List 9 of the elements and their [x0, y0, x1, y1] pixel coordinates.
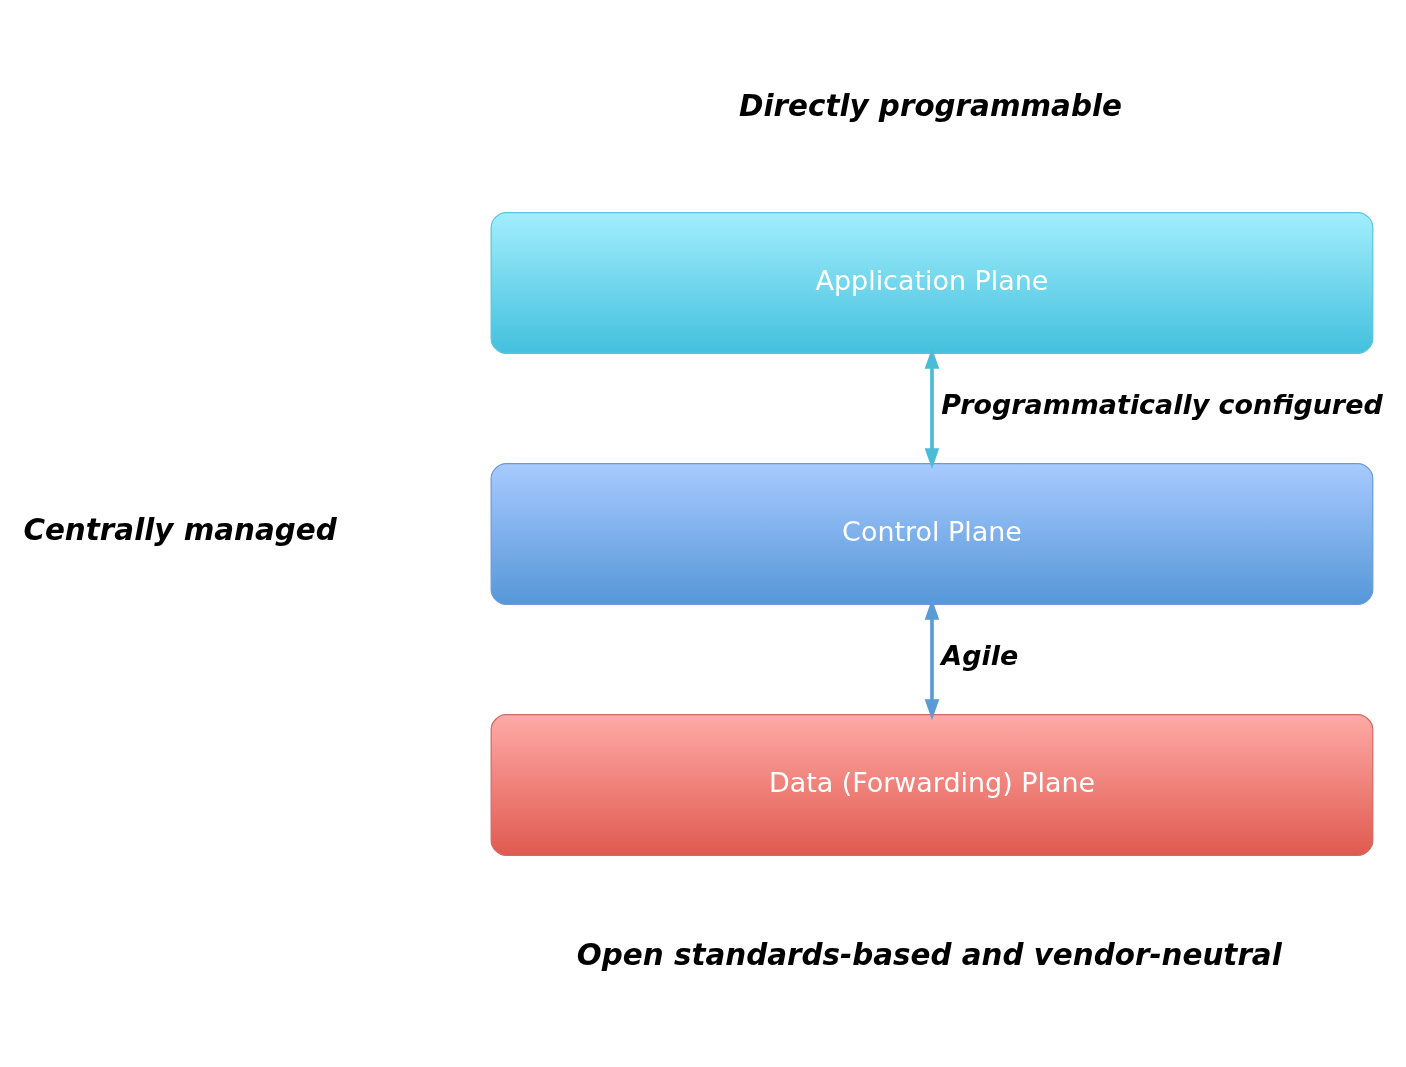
node-box: Data (Forwarding) Plane — [490, 713, 1374, 856]
label: Centrally managed — [23, 512, 337, 547]
arrow — [924, 347, 940, 469]
node-box: Application Plane — [490, 211, 1374, 354]
edge-label: Agile — [941, 639, 1019, 671]
edge-label: Programmatically configured — [941, 388, 1383, 420]
label: Directly programmable — [739, 88, 1122, 123]
node-box: Control Plane — [490, 462, 1374, 605]
label: Open standards-based and vendor-neutral — [576, 937, 1282, 972]
